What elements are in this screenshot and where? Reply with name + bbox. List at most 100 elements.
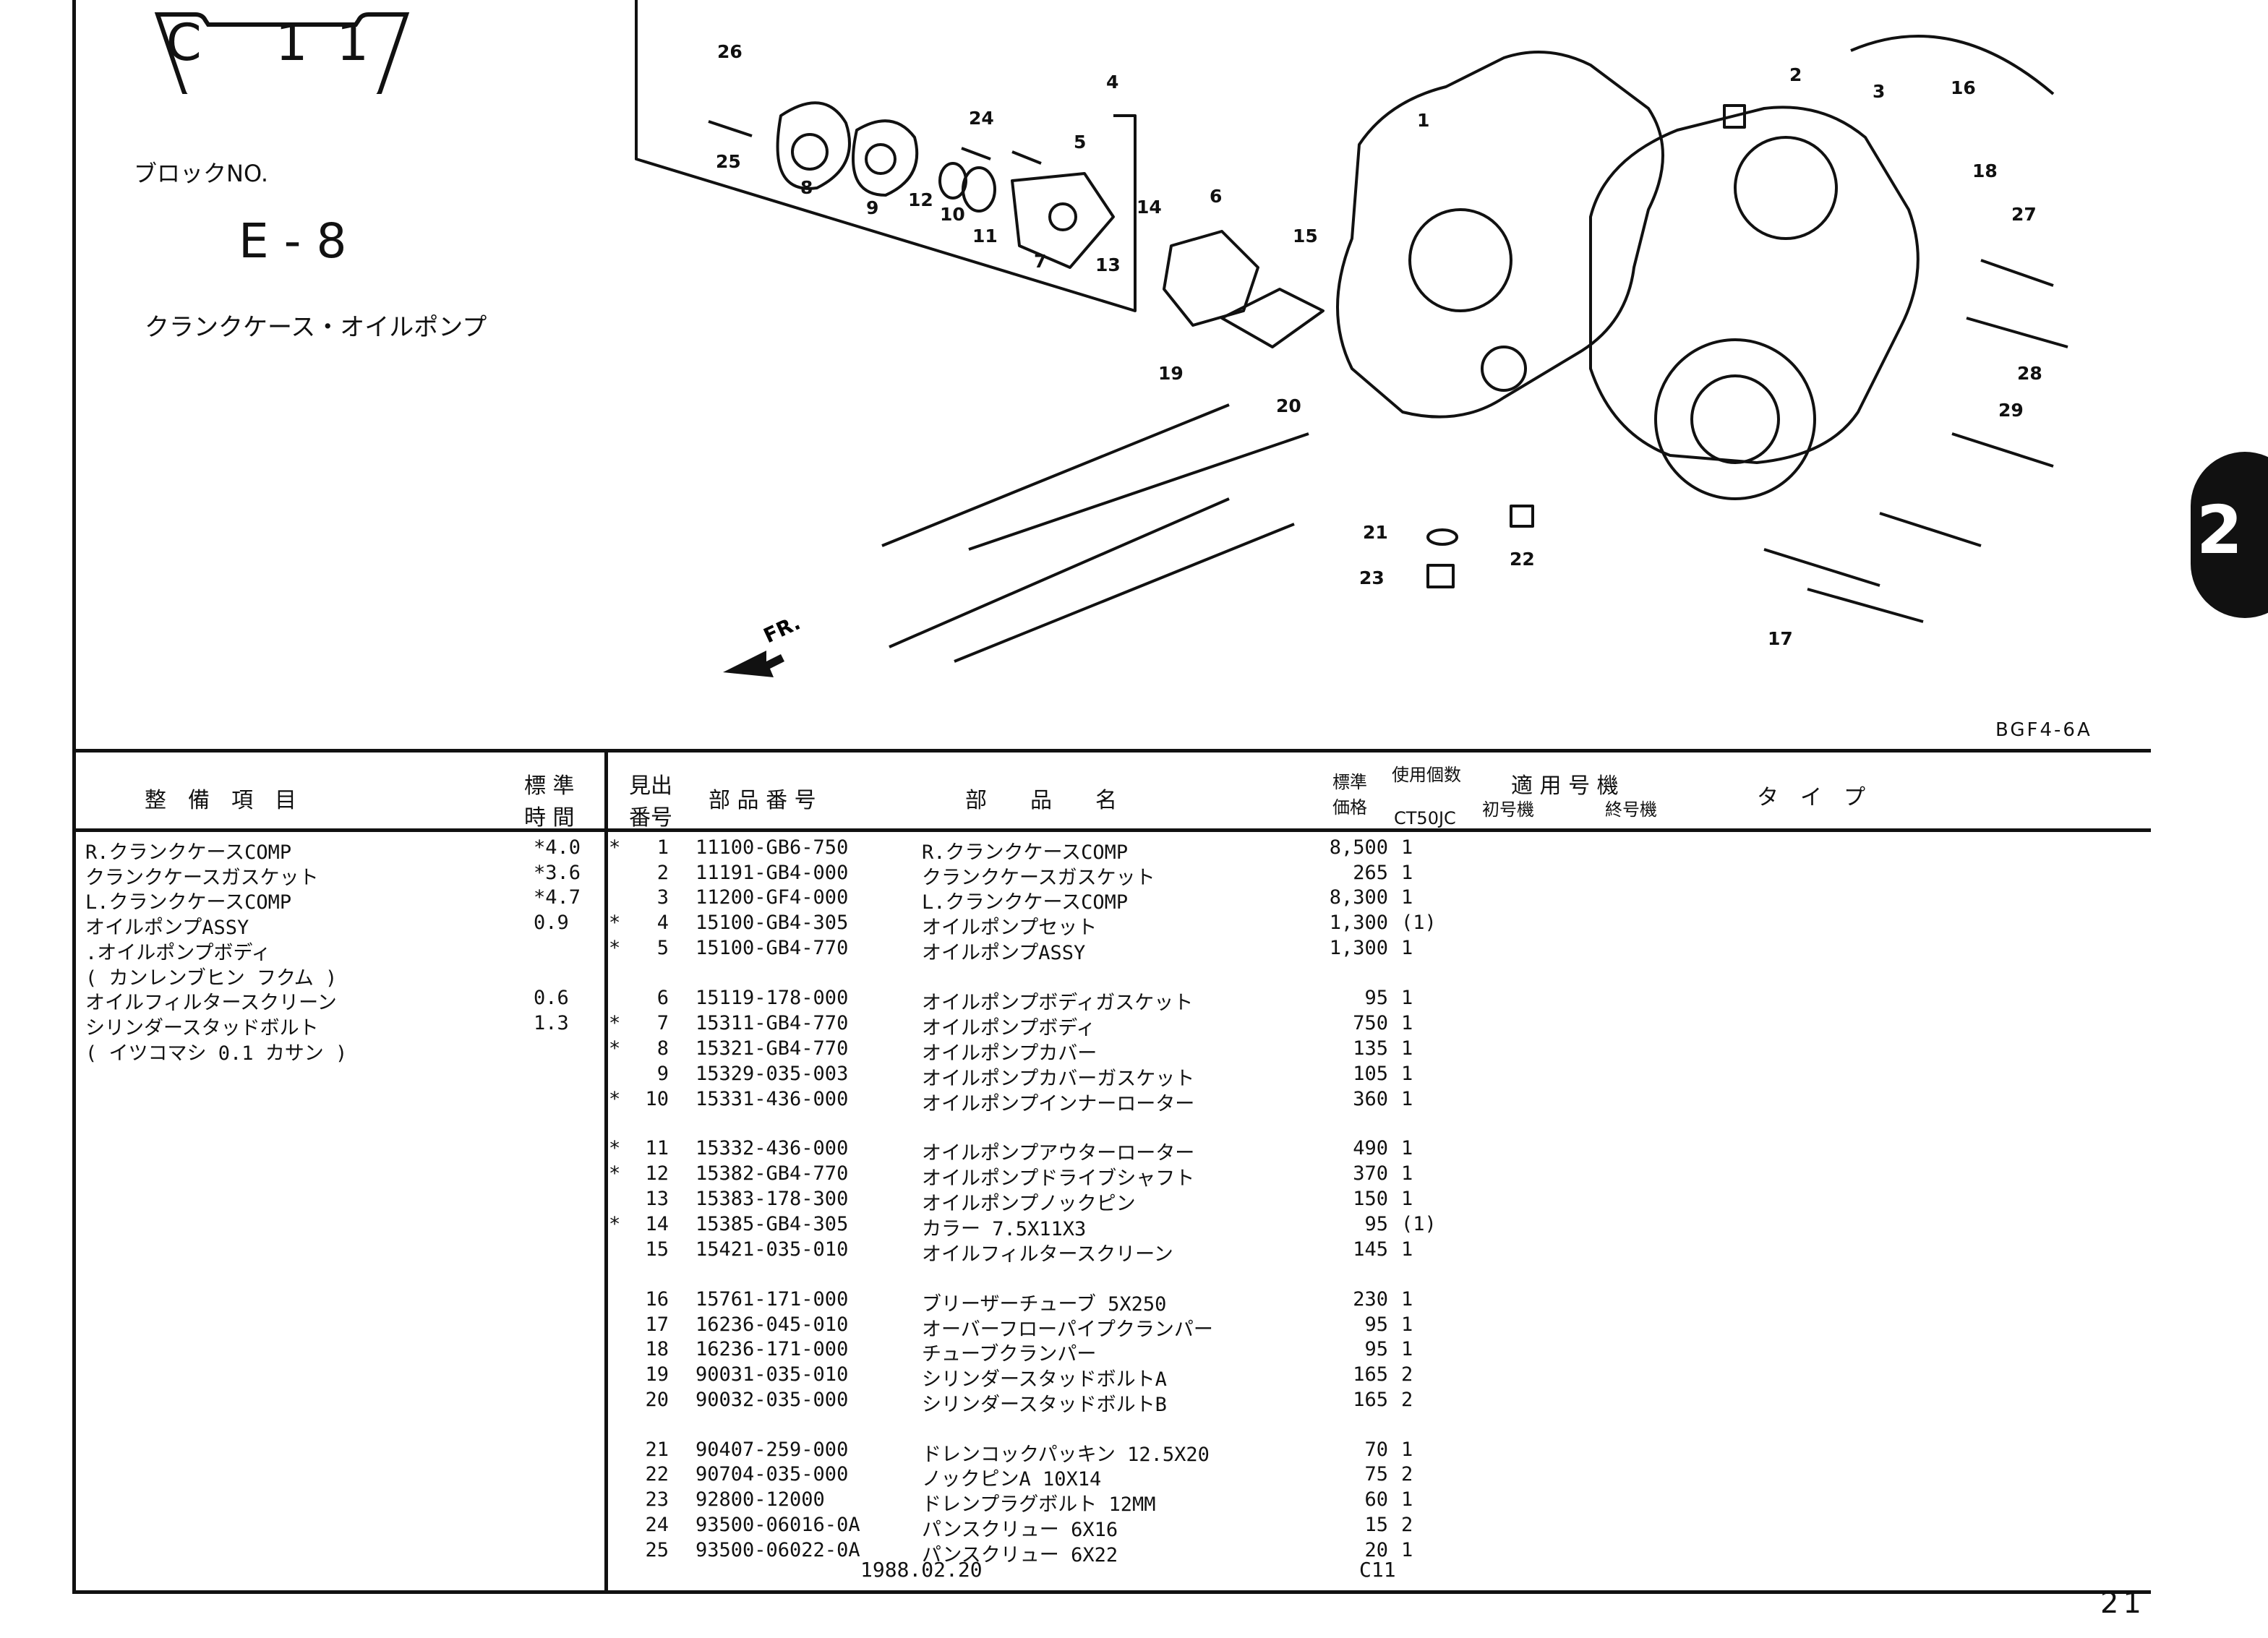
cell-name: ノックピンA 10X14 [922, 1468, 1102, 1491]
exploded-parts-diagram: FR. 1 2 3 4 5 6 7 8 9 10 11 12 13 14 15 … [635, 0, 2068, 677]
cell-qty: (1) [1401, 1213, 1437, 1235]
catalog-code: C 11 [166, 13, 398, 72]
svg-text:25: 25 [716, 151, 741, 172]
cell-part-no: 15382-GB4-770 [696, 1162, 849, 1185]
cell-part-no: 90032-035-000 [696, 1389, 849, 1411]
header-last-no: 終号機 [1605, 799, 1657, 820]
svg-text:4: 4 [1106, 72, 1118, 93]
cell-mark: * [609, 1137, 621, 1159]
cell-ref: 23 [645, 1488, 669, 1511]
svg-text:5: 5 [1074, 132, 1086, 153]
cell-qty: 1 [1401, 1488, 1413, 1511]
cell-price: 8,500 [1329, 836, 1388, 859]
pump-subframe [635, 0, 1137, 312]
svg-text:17: 17 [1768, 628, 1793, 649]
cell-name: パンスクリュー 6X16 [922, 1519, 1118, 1541]
table-header-rule [72, 828, 2151, 832]
cell-ref: 7 [656, 1012, 669, 1034]
cell-ref: 1 [656, 836, 669, 859]
catalog-badge [154, 12, 410, 94]
pump-body [1011, 172, 1115, 269]
cell-qty: 1 [1401, 1012, 1413, 1034]
header-qty: 使用個数 [1392, 765, 1461, 785]
cell-name: ドレンコックパッキン 12.5X20 [922, 1444, 1210, 1466]
table-top-rule [72, 749, 2151, 752]
cell-name: パンスクリュー 6X22 [922, 1544, 1118, 1566]
svg-text:3: 3 [1873, 81, 1885, 102]
cell-mark: * [609, 1037, 621, 1060]
cell-ref: 2 [656, 862, 669, 884]
cell-part-no: 92800-12000 [696, 1488, 825, 1511]
cell-name: オイルポンプボディガスケット [922, 992, 1194, 1014]
stud-20b [954, 523, 1295, 663]
cell-part-no: 15385-GB4-305 [696, 1213, 849, 1235]
cell-qty: 1 [1401, 886, 1413, 909]
cell-name: オイルポンプノックピン [922, 1193, 1136, 1215]
cell-part-no: 11200-GF4-000 [696, 886, 849, 909]
filter-screen [1220, 288, 1325, 348]
cell-qty: 2 [1401, 1389, 1413, 1411]
cell-name: オイルポンプカバー [922, 1042, 1097, 1065]
cell-qty: (1) [1401, 912, 1437, 934]
cell-ref: 8 [656, 1037, 669, 1060]
cell-price: 75 [1364, 1463, 1388, 1485]
cell-name: チューブクランパー [922, 1343, 1097, 1365]
cell-mark: * [609, 937, 621, 959]
cell-ref: 25 [645, 1539, 669, 1561]
cell-qty: 1 [1401, 1539, 1413, 1561]
header-applicable: 適 用 号 機 [1511, 773, 1619, 799]
cell-name: L.クランクケースCOMP [922, 891, 1129, 914]
cell-part-no: 16236-045-010 [696, 1313, 849, 1336]
cell-part-no: 15332-436-000 [696, 1137, 849, 1159]
service-item: L.クランクケースCOMP*4.7 [85, 886, 581, 914]
svg-text:15: 15 [1293, 226, 1318, 246]
pump-cover [776, 101, 851, 190]
issue-date: 1988.02.20 [860, 1558, 983, 1582]
cell-qty: 1 [1401, 1313, 1413, 1336]
cell-qty: 1 [1401, 1037, 1413, 1060]
cell-price: 265 [1353, 862, 1388, 884]
cell-qty: 1 [1401, 1288, 1413, 1311]
cell-price: 135 [1353, 1037, 1388, 1060]
cell-name: オイルポンプインナーローター [922, 1093, 1195, 1115]
cell-name: カラー 7.5X11X3 [922, 1218, 1087, 1240]
cell-price: 105 [1353, 1063, 1388, 1085]
header-part-name: 部 品 名 [965, 788, 1117, 813]
cell-qty: 2 [1401, 1363, 1413, 1386]
cell-price: 165 [1353, 1389, 1388, 1411]
cell-name: オイルポンプアウターローター [922, 1142, 1195, 1165]
service-item: ( カンレンブヒン フクム ) [85, 967, 338, 990]
cell-mark: * [609, 1162, 621, 1185]
cell-price: 95 [1364, 1213, 1388, 1235]
svg-text:21: 21 [1363, 522, 1388, 543]
service-item: ( イツコマシ 0.1 カサン ) [85, 1042, 348, 1065]
front-arrow-icon [723, 651, 784, 677]
cell-price: 1,300 [1329, 937, 1388, 959]
cell-qty: 1 [1401, 1238, 1413, 1261]
service-item: クランクケースガスケット*3.6 [85, 862, 581, 889]
cell-ref: 24 [645, 1514, 669, 1536]
svg-text:8: 8 [800, 177, 813, 198]
cell-price: 165 [1353, 1363, 1388, 1386]
stud-19b [889, 497, 1230, 648]
cell-mark: * [609, 912, 621, 934]
svg-text:20: 20 [1276, 395, 1301, 416]
cell-qty: 1 [1401, 937, 1413, 959]
cell-name: オイルポンプセット [922, 917, 1097, 939]
cell-price: 95 [1364, 1338, 1388, 1360]
cell-qty: 1 [1401, 836, 1413, 859]
cell-price: 150 [1353, 1188, 1388, 1210]
cell-name: ブリーザーチューブ 5X250 [922, 1293, 1167, 1316]
cell-price: 490 [1353, 1137, 1388, 1159]
cell-name: オイルポンプカバーガスケット [922, 1068, 1195, 1090]
cell-name: オイルフィルタースクリーン [922, 1243, 1173, 1266]
